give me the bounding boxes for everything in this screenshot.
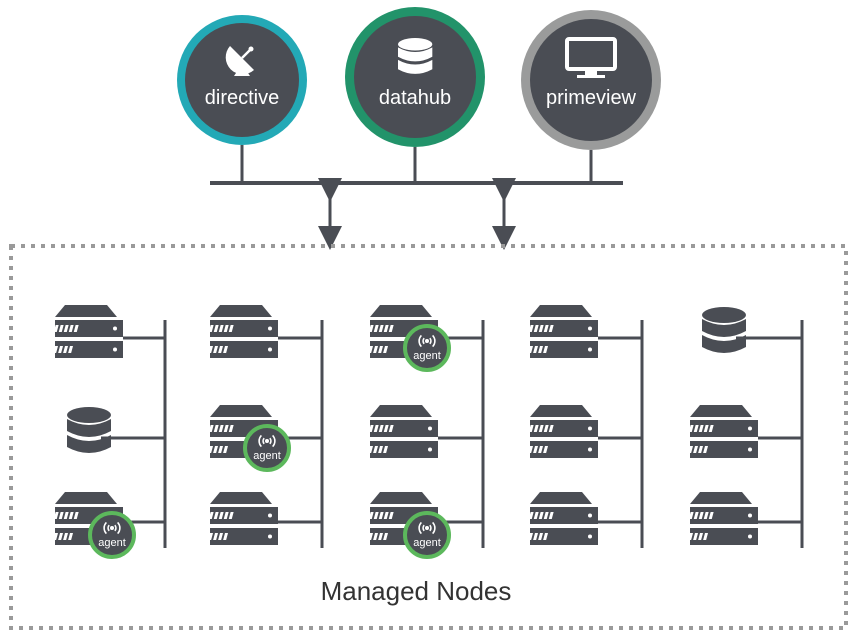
service-bus xyxy=(210,145,623,185)
managed-nodes-border xyxy=(9,244,848,630)
agent-badge: agent xyxy=(243,424,291,472)
service-label: primeview xyxy=(546,87,637,109)
server-node-icon xyxy=(523,405,598,458)
server-node-icon xyxy=(48,305,123,358)
service-primeview: primeview xyxy=(521,10,661,150)
broadcast-icon xyxy=(418,521,436,535)
server-node-icon xyxy=(203,305,278,358)
service-directive: directive xyxy=(177,15,307,145)
service-datahub: datahub xyxy=(345,7,485,147)
agent-badge: agent xyxy=(88,511,136,559)
node-grid: agent agent agent agent xyxy=(48,305,804,559)
broadcast-icon xyxy=(258,434,276,448)
agent-badge: agent xyxy=(403,324,451,372)
server-node-icon xyxy=(683,405,758,458)
service-label: directive xyxy=(205,87,279,109)
agent-label: agent xyxy=(253,450,281,462)
monitor-icon xyxy=(565,37,617,78)
server-node-icon xyxy=(363,405,438,458)
database-node-icon xyxy=(702,307,746,353)
server-node-icon xyxy=(203,492,278,545)
database-icon xyxy=(398,38,433,74)
satellite-dish-icon xyxy=(225,46,254,76)
service-label: datahub xyxy=(379,87,451,109)
database-node-icon xyxy=(67,407,111,453)
broadcast-icon xyxy=(103,521,121,535)
server-node-icon xyxy=(523,492,598,545)
agent-badge: agent xyxy=(403,511,451,559)
agent-label: agent xyxy=(413,537,441,549)
broadcast-icon xyxy=(418,334,436,348)
agent-label: agent xyxy=(98,537,126,549)
server-node-icon xyxy=(523,305,598,358)
server-node-icon xyxy=(683,492,758,545)
agent-label: agent xyxy=(413,350,441,362)
zone-label: Managed Nodes xyxy=(321,576,512,606)
